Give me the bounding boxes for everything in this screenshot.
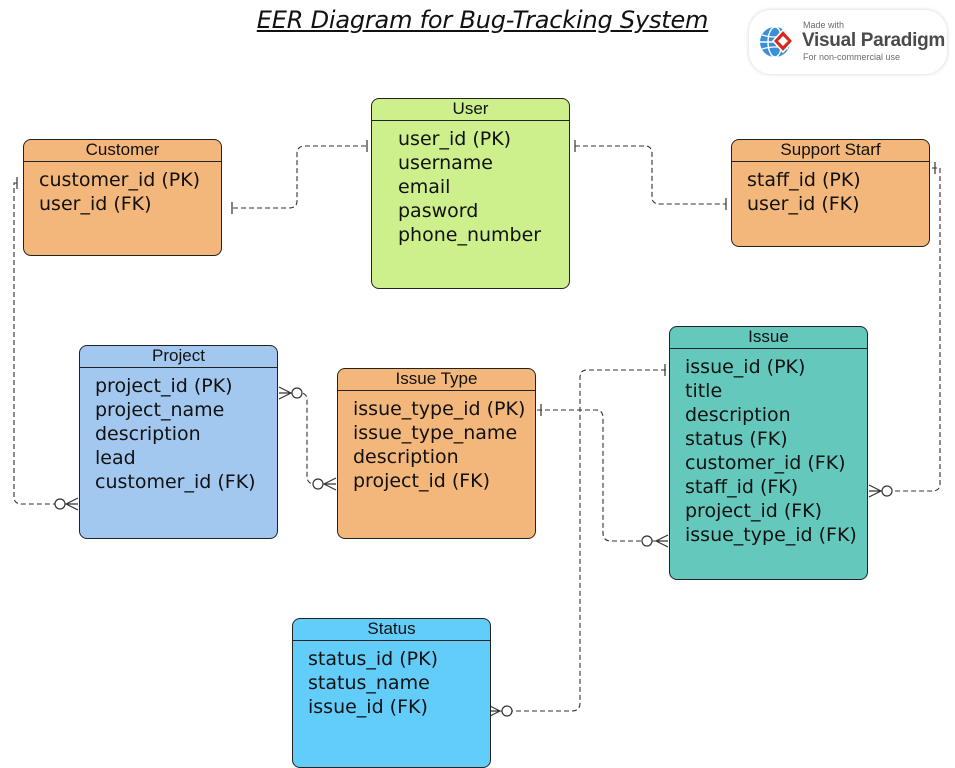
crow-foot-marker <box>65 497 79 511</box>
entity-name: Status <box>293 619 490 641</box>
rel-user-customer-line <box>232 145 366 209</box>
entity-name: Issue Type <box>338 369 535 391</box>
zero-marker <box>881 485 893 497</box>
attribute-list: staff_id (PK) user_id (FK) <box>732 162 929 216</box>
attribute: lead <box>95 447 136 469</box>
attribute: customer_id (PK) <box>39 169 201 191</box>
rel-issue-status-line <box>488 369 666 712</box>
entity-customer[interactable]: Customer customer_id (PK) user_id (FK) <box>23 139 222 256</box>
attribute: staff_id (FK) <box>685 476 799 498</box>
attribute-list: issue_id (PK) title description status (… <box>670 349 867 547</box>
attribute: project_id (FK) <box>685 500 823 522</box>
crow-foot-marker <box>655 534 669 548</box>
crow-foot-marker <box>278 386 292 400</box>
entity-name: Issue <box>670 327 867 349</box>
attribute: status_name <box>308 672 430 694</box>
zero-marker <box>641 535 653 547</box>
attribute-list: user_id (PK) username email pasword phon… <box>372 121 569 247</box>
attribute: pasword <box>398 200 479 222</box>
entity-project[interactable]: Project project_id (PK) project_name des… <box>79 345 278 539</box>
entity-support-staff[interactable]: Support Starf staff_id (PK) user_id (FK) <box>731 139 930 247</box>
attribute: issue_type_id (FK) <box>685 524 857 546</box>
attribute: issue_id (FK) <box>308 696 428 718</box>
entity-name: Project <box>80 346 277 368</box>
attribute: staff_id (PK) <box>747 169 861 191</box>
attribute: title <box>685 380 723 402</box>
attribute: description <box>95 423 201 445</box>
diagram-title: EER Diagram for Bug-Tracking System <box>256 6 709 34</box>
entity-issue-type[interactable]: Issue Type issue_type_id (PK) issue_type… <box>337 368 536 539</box>
entity-name: Support Starf <box>732 140 929 162</box>
attribute: email <box>398 176 451 198</box>
attribute: customer_id (FK) <box>95 471 256 493</box>
made-with-label: Made with <box>803 20 845 30</box>
attribute: project_id (FK) <box>353 470 491 492</box>
attribute: issue_id (PK) <box>685 356 806 378</box>
entity-issue[interactable]: Issue issue_id (PK) title description st… <box>669 326 868 580</box>
attribute: user_id (FK) <box>747 193 860 215</box>
attribute: username <box>398 152 493 174</box>
crow-foot-marker <box>868 484 882 498</box>
zero-marker <box>501 705 513 717</box>
attribute: status (FK) <box>685 428 788 450</box>
attribute: issue_type_id (PK) <box>353 398 526 420</box>
attribute-list: issue_type_id (PK) issue_type_name descr… <box>338 391 535 493</box>
visual-paradigm-badge: Made with Visual Paradigm For non-commer… <box>749 10 947 74</box>
crow-foot-marker <box>323 477 337 491</box>
attribute-list: project_id (PK) project_name description… <box>80 368 277 494</box>
entity-name: User <box>372 99 569 121</box>
attribute: status_id (PK) <box>308 648 439 670</box>
attribute-list: status_id (PK) status_name issue_id (FK) <box>293 641 490 719</box>
zero-marker <box>312 478 324 490</box>
brand-name: Visual Paradigm <box>802 30 945 51</box>
attribute: description <box>685 404 791 426</box>
attribute: issue_type_name <box>353 422 518 444</box>
rel-user-support-staff-line <box>575 145 726 205</box>
visual-paradigm-logo-icon <box>760 26 795 58</box>
rel-customer-project-line <box>13 182 77 505</box>
attribute: phone_number <box>398 224 542 246</box>
attribute: description <box>353 446 459 468</box>
attribute: user_id (PK) <box>398 128 512 150</box>
entity-name: Customer <box>24 140 221 162</box>
zero-marker <box>54 498 66 510</box>
rel-project-issue-type-line <box>279 392 336 485</box>
attribute: project_name <box>95 399 225 421</box>
entity-user[interactable]: User user_id (PK) username email pasword… <box>371 98 570 289</box>
attribute: customer_id (FK) <box>685 452 846 474</box>
entity-status[interactable]: Status status_id (PK) status_name issue_… <box>292 618 491 768</box>
attribute-list: customer_id (PK) user_id (FK) <box>24 162 221 216</box>
rel-support-staff-issue-line <box>869 167 941 492</box>
license-note: For non-commercial use <box>803 52 901 62</box>
rel-issue-type-issue-line <box>537 409 668 542</box>
attribute: project_id (PK) <box>95 375 233 397</box>
zero-marker <box>291 387 303 399</box>
attribute: user_id (FK) <box>39 193 152 215</box>
